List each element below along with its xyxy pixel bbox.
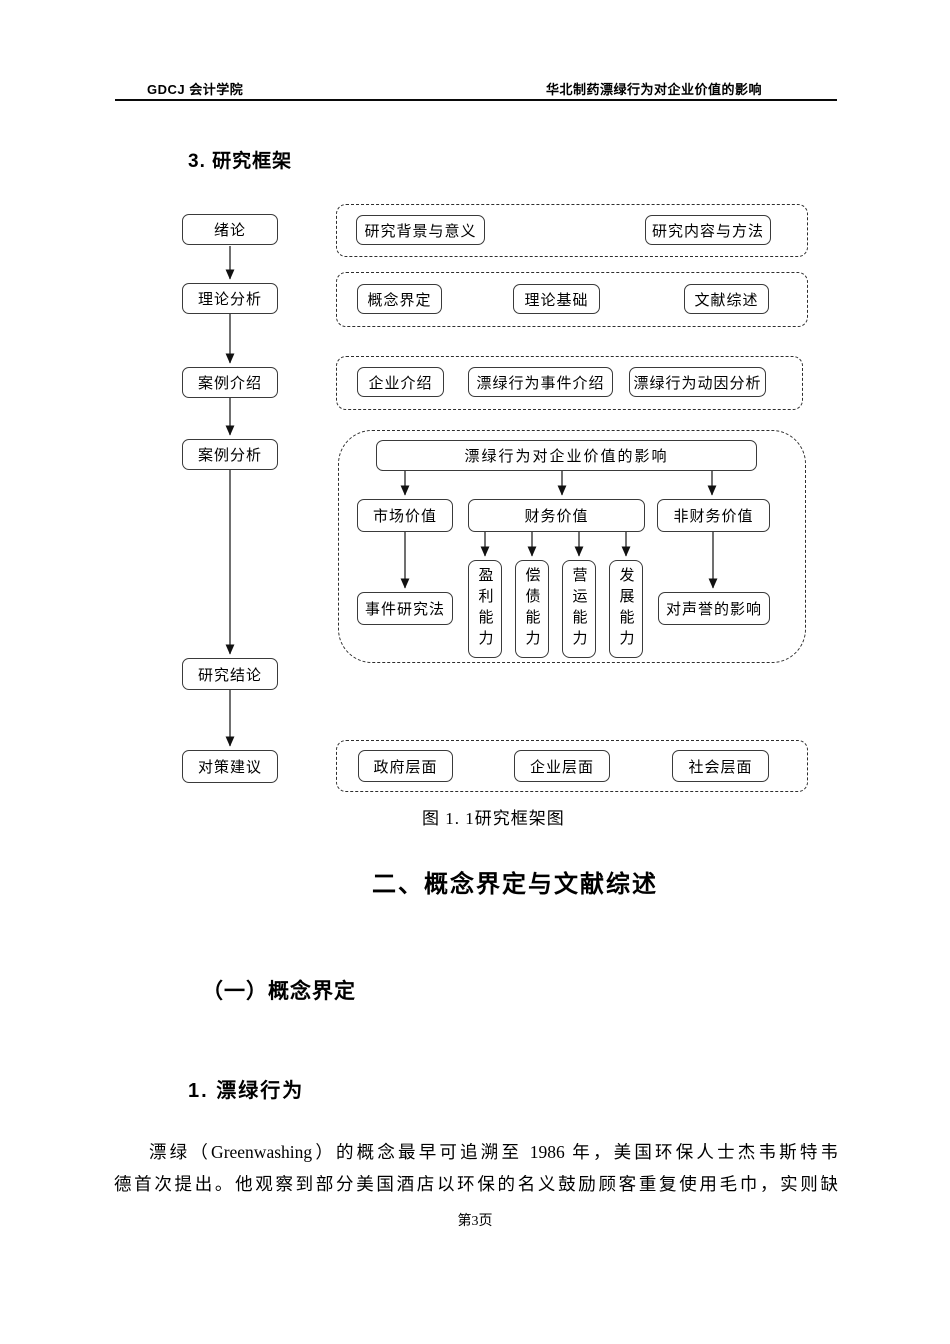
header-left-text: GDCJ 会计学院 (147, 82, 244, 97)
section-heading: 3. 研究框架 (188, 151, 293, 172)
flow-box-company-introduction: 企业介绍 (357, 367, 444, 397)
chapter-heading: 二、概念界定与文献综述 (372, 871, 658, 898)
body-paragraph-line-2: 德首次提出。他观察到部分美国酒店以环保的名义鼓励顾客重复使用毛巾，实则缺 (114, 1174, 838, 1194)
flow-box-reputation-impact: 对声誉的影响 (658, 592, 770, 625)
group-introduction-contents (336, 204, 808, 257)
flow-box-background-significance: 研究背景与意义 (356, 215, 485, 245)
flow-box-content-methods: 研究内容与方法 (645, 215, 771, 245)
flow-box-event-study: 事件研究法 (357, 592, 453, 625)
flow-node-introduction: 绪论 (182, 214, 278, 245)
flow-box-impact-title: 漂绿行为对企业价值的影响 (376, 440, 757, 471)
flow-node-case-introduction: 案例介绍 (182, 367, 278, 398)
research-framework-diagram: 绪论 理论分析 案例介绍 案例分析 研究结论 对策建议 研究背景与意义 研究内容… (182, 204, 808, 792)
flow-box-government-level: 政府层面 (358, 750, 453, 782)
subsubsection-heading: 1. 漂绿行为 (188, 1080, 305, 1102)
group-case-contents (336, 356, 803, 410)
flow-box-solvency: 偿债能力 (515, 560, 549, 658)
header-right-text: 华北制药漂绿行为对企业价值的影响 (546, 82, 763, 97)
flow-box-nonfinancial-value: 非财务价值 (657, 499, 770, 532)
flow-box-literature-review: 文献综述 (684, 284, 769, 314)
flow-box-greenwashing-motivation: 漂绿行为动因分析 (629, 367, 766, 397)
flow-box-concept-definition: 概念界定 (357, 284, 442, 314)
flow-box-greenwashing-event: 漂绿行为事件介绍 (468, 367, 613, 397)
flow-box-enterprise-level: 企业层面 (514, 750, 610, 782)
flow-node-countermeasures: 对策建议 (182, 750, 278, 783)
flow-node-research-conclusion: 研究结论 (182, 658, 278, 690)
flow-node-case-analysis: 案例分析 (182, 439, 278, 470)
flow-box-market-value: 市场价值 (357, 499, 453, 532)
flow-box-profitability: 盈利能力 (468, 560, 502, 658)
figure-caption: 图 1. 1研究框架图 (422, 809, 565, 828)
flow-box-theoretical-basis: 理论基础 (513, 284, 600, 314)
flow-box-society-level: 社会层面 (672, 750, 769, 782)
group-case-analysis (338, 430, 806, 663)
body-paragraph-line-1: 漂绿（Greenwashing）的概念最早可追溯至 1986 年，美国环保人士杰… (149, 1142, 838, 1162)
flowchart-arrows (225, 246, 718, 747)
group-countermeasure-levels (336, 740, 808, 792)
group-theory-contents (336, 272, 808, 327)
flow-box-development: 发展能力 (609, 560, 643, 658)
flow-box-financial-value: 财务价值 (468, 499, 645, 532)
flow-node-theory-analysis: 理论分析 (182, 283, 278, 314)
header-divider (115, 99, 837, 102)
page-number: 第3页 (457, 1214, 493, 1229)
subsection-heading: （一）概念界定 (202, 980, 356, 1003)
flow-box-operating: 营运能力 (562, 560, 596, 658)
